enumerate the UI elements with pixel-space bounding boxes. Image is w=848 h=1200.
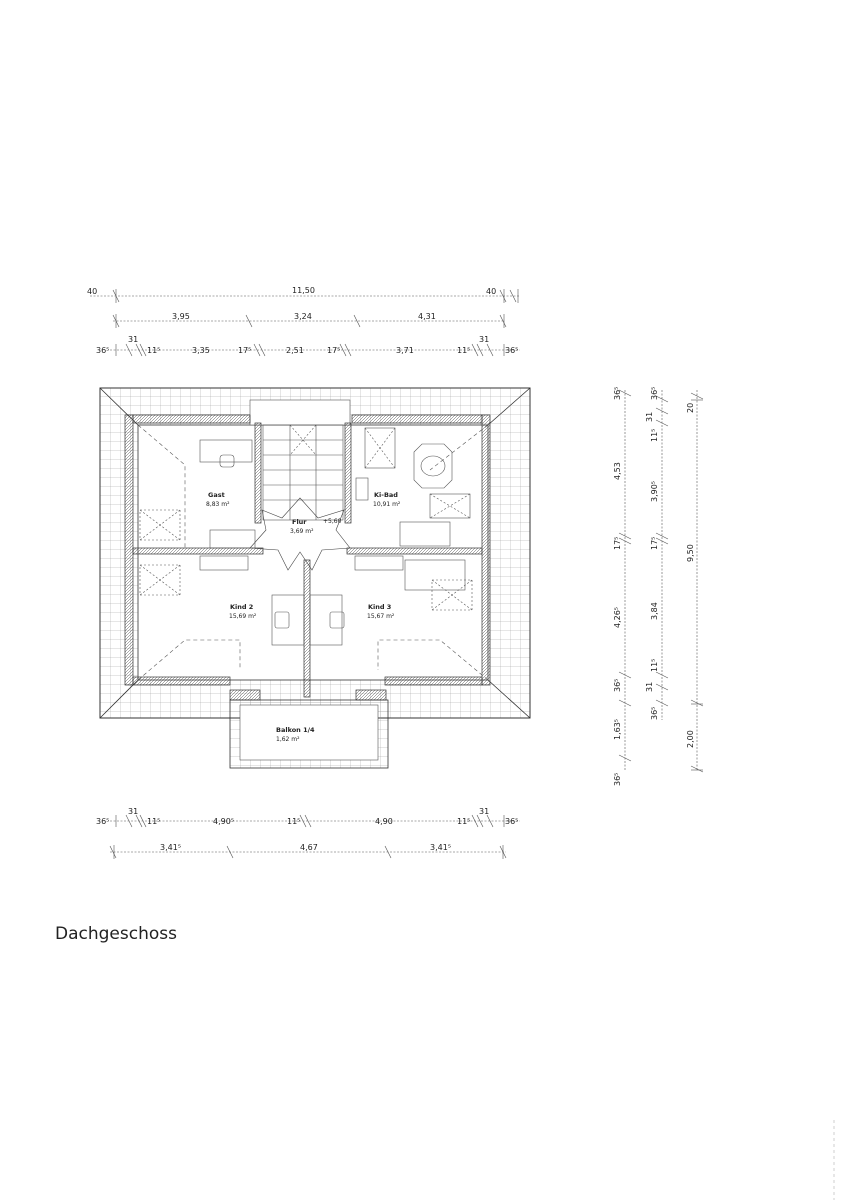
dim-r2-f: 3,84: [650, 602, 659, 620]
dim-bot-r1-a: 36⁵: [96, 817, 109, 826]
toilet-gast: [219, 454, 235, 468]
dim-r3-a: 20: [686, 403, 695, 413]
room-gast-area: 8,83 m²: [206, 501, 230, 508]
dim-bot-r2-c: 3,41⁵: [430, 843, 451, 852]
dim-r2-e: 17⁵: [650, 537, 659, 550]
chair-kind3: [329, 611, 345, 629]
dim-r1-e: 36⁵: [613, 679, 622, 692]
stairs: [262, 424, 344, 521]
dim-bot-r1-d: 4,90⁵: [213, 817, 234, 826]
dim-r3-b: 9,50: [686, 544, 695, 562]
dim-top-r3-j: 31: [479, 335, 489, 344]
room-kind2-name: Kind 2: [230, 603, 253, 611]
dim-bot-r2-a: 3,41⁵: [160, 843, 181, 852]
room-kind3-area: 15,67 m²: [367, 613, 395, 620]
dim-r3-c: 2,00: [686, 730, 695, 748]
plan-caption: Dachgeschoss: [55, 924, 177, 944]
dim-top-seg3: 4,31: [418, 312, 436, 321]
dim-bot-r1-i: 36⁵: [505, 817, 518, 826]
room-flur-extra: +5,60: [323, 518, 342, 525]
dim-top-r3-d: 3,35: [192, 346, 210, 355]
dim-r1-b: 4,53: [613, 462, 622, 480]
dim-bot-r1-g: 11⁵: [457, 817, 470, 826]
dim-top-r3-f: 2,51: [286, 346, 304, 355]
dim-r2-h: 31: [645, 682, 654, 692]
dim-r1-c: 17⁵: [613, 537, 622, 550]
dim-r2-i: 36⁵: [650, 707, 659, 720]
dim-top-left-overhang: 40: [87, 287, 97, 296]
room-flur-area: 3,69 m²: [290, 528, 314, 535]
dim-top-seg1: 3,95: [172, 312, 190, 321]
dim-bot-r1-f: 4,90: [375, 817, 393, 826]
dim-top-r3-c: 11⁵: [147, 346, 160, 355]
walls: [124, 414, 491, 701]
room-flur-name: Flur: [292, 518, 307, 526]
dim-bot-r1-h: 31: [479, 807, 489, 816]
room-balkon-area: 1,62 m²: [276, 736, 300, 743]
dim-r1-g: 36⁵: [613, 773, 622, 786]
chair-kind2: [274, 611, 290, 629]
bathtub: [413, 443, 453, 489]
room-kind2-area: 15,69 m²: [229, 613, 257, 620]
dim-r1-f: 1,63⁵: [613, 719, 622, 740]
dim-top-seg2: 3,24: [294, 312, 312, 321]
dim-bot-r1-b: 31: [128, 807, 138, 816]
room-labels: Gast 8,83 m² Ki-Bad 10,91 m² Flur 3,69 m…: [206, 491, 401, 743]
fixtures: [137, 424, 489, 681]
room-kibad-area: 10,91 m²: [373, 501, 401, 508]
dim-top-total: 11,50: [292, 286, 315, 295]
dimension-bottom-labels: 36⁵ 31 11⁵ 4,90⁵ 11⁵ 4,90 11⁵ 31 36⁵ 3,4…: [96, 807, 518, 852]
dim-r1-a: 36⁵: [613, 387, 622, 400]
dimension-right: [618, 389, 704, 773]
room-kibad-name: Ki-Bad: [374, 491, 398, 499]
dim-top-r3-b: 31: [128, 335, 138, 344]
dim-top-r3-a: 36⁵: [96, 346, 109, 355]
dim-r2-a: 36⁵: [650, 387, 659, 400]
flur-outline: [249, 497, 351, 571]
dim-bot-r1-e: 11⁵: [287, 817, 300, 826]
dim-r2-g: 11⁵: [650, 659, 659, 672]
room-gast-name: Gast: [208, 491, 225, 499]
dim-top-r3-k: 36⁵: [505, 346, 518, 355]
dim-top-r3-h: 3,71: [396, 346, 414, 355]
dim-top-r3-g: 17⁵: [327, 346, 340, 355]
dim-r2-c: 11⁵: [650, 429, 659, 442]
dim-top-r3-i: 11⁵: [457, 346, 470, 355]
dim-top-r3-e: 17⁵: [238, 346, 251, 355]
balcony: [229, 699, 389, 769]
room-balkon-name: Balkon 1/4: [276, 726, 315, 734]
dimension-bottom: [109, 814, 520, 859]
dim-top-right-overhang: 40: [486, 287, 496, 296]
dim-bot-r2-b: 4,67: [300, 843, 318, 852]
dimension-top: [90, 289, 520, 357]
dim-r2-d: 3,90⁵: [650, 481, 659, 502]
dim-r1-d: 4,26⁵: [613, 607, 622, 628]
dimension-right-labels: 36⁵ 4,53 17⁵ 4,26⁵ 36⁵ 1,63⁵ 36⁵ 36⁵ 31 …: [613, 387, 695, 786]
dormer-top: [249, 399, 351, 426]
room-kind3-name: Kind 3: [368, 603, 391, 611]
dim-bot-r1-c: 11⁵: [147, 817, 160, 826]
dimension-top-labels: 40 11,50 40 3,95 3,24 4,31 36⁵ 31 11⁵ 3,…: [87, 286, 518, 355]
dim-r2-b: 31: [645, 412, 654, 422]
